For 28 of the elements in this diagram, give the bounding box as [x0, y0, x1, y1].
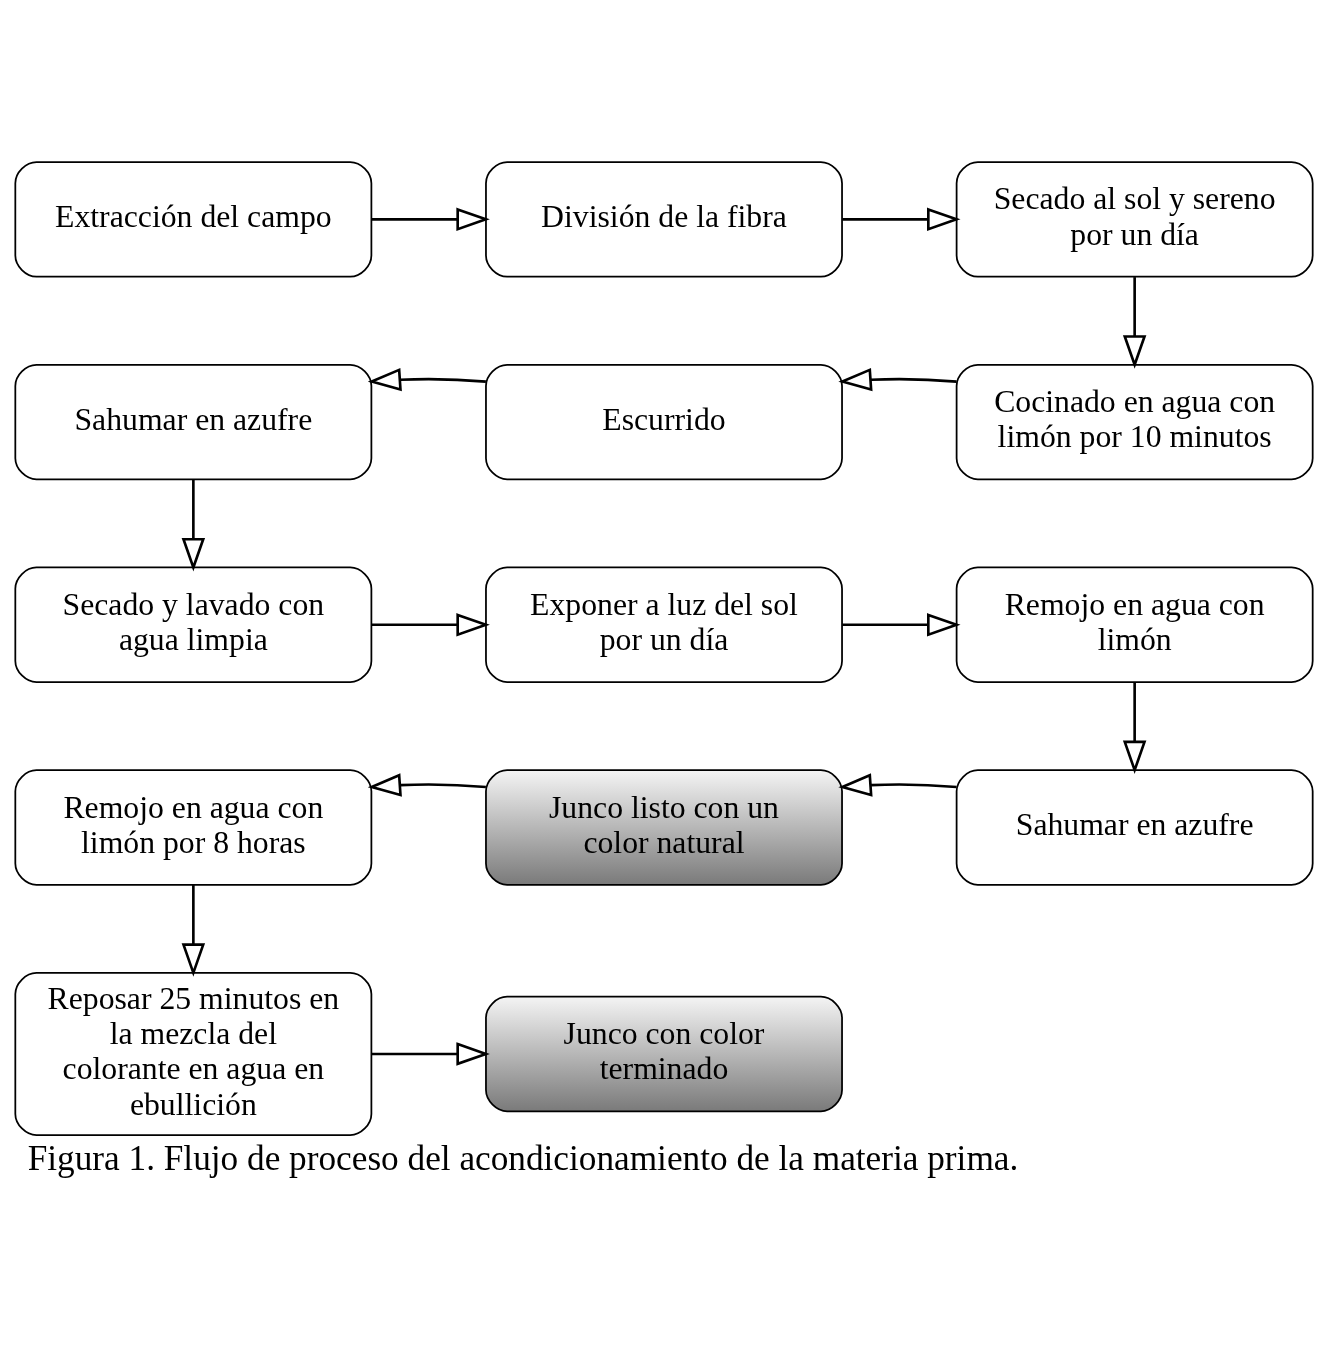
node-box: Sahumar en azufre: [955, 769, 1314, 886]
arrow: [842, 613, 961, 637]
node-box: Junco con color terminado: [485, 995, 843, 1113]
arrow: [842, 207, 961, 232]
arrow: [1122, 277, 1147, 369]
node-box: Exponer a luz del sol por un día: [485, 566, 843, 683]
node-box: Remojo en agua con limón por 8 horas: [14, 769, 373, 886]
arrow: [367, 773, 486, 797]
arrow: [371, 1042, 490, 1066]
arrow: [181, 884, 206, 977]
node-box: División de la fibra: [485, 161, 843, 278]
caption: Figura 1. Flujo de proceso del acondicionamiento de la materia prima.: [27, 1139, 1019, 1179]
arrow: [371, 613, 490, 637]
node-box: Cocinado en agua con limón por 10 minutos: [955, 363, 1314, 481]
arrow: [838, 367, 957, 392]
arrow: [1122, 682, 1147, 775]
arrow: [181, 479, 206, 572]
arrow: [371, 207, 490, 232]
node-box: Junco listo con un color natural: [485, 769, 843, 886]
node-box: Secado y lavado con agua limpia: [14, 566, 373, 683]
arrow: [838, 773, 957, 797]
node-box: Extracción del campo: [14, 161, 373, 278]
node-box: Reposar 25 minutos en la mezcla del colorante en agua en ebullición: [14, 972, 373, 1136]
node-box: Secado al sol y sereno por un día: [955, 161, 1314, 278]
arrow: [367, 367, 486, 392]
node-box: Remojo en agua con limón: [955, 566, 1314, 683]
node-box: Sahumar en azufre: [14, 363, 373, 481]
node-box: Escurrido: [485, 363, 843, 481]
